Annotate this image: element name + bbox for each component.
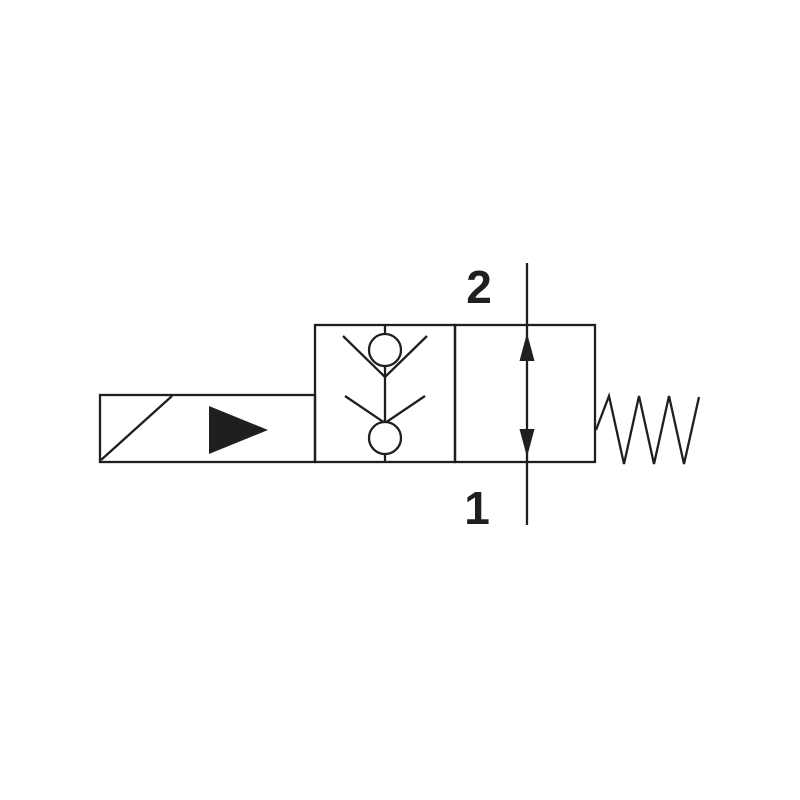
flow-arrowhead-up-icon	[519, 333, 535, 361]
solenoid-diagonal-line	[100, 395, 173, 461]
check-ball-bottom-icon	[367, 420, 403, 456]
check-ball-top-icon	[367, 332, 403, 368]
flow-position-box	[453, 323, 597, 464]
solenoid-actuator-box	[98, 393, 317, 464]
check-seat-top-icon	[342, 335, 428, 379]
port-1-label: 1	[464, 482, 490, 534]
solenoid-arrow-triangle-icon	[209, 406, 268, 454]
port-2-label: 2	[466, 261, 492, 313]
flow-arrowhead-down-icon	[519, 429, 535, 457]
spring-icon	[594, 392, 701, 465]
